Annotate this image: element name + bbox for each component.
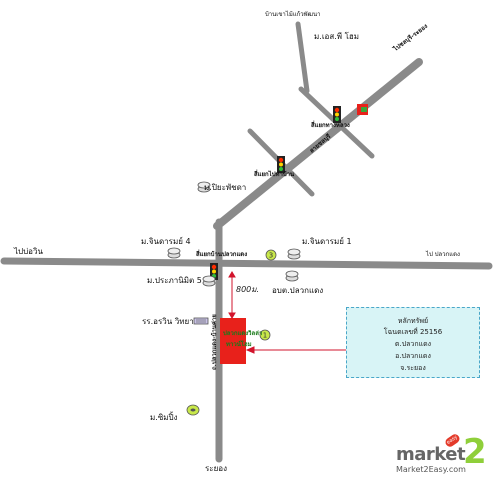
label-simplarm: ม.ซิมปิ้ง xyxy=(150,413,178,422)
watermark-url: Market2Easy.com xyxy=(396,465,466,474)
label-project: ปลวกแดงวิลล่า xyxy=(223,330,263,337)
info-line-4: อ.ปลวกแดง xyxy=(395,352,431,360)
label-project-sub: ทาวน์โฮม xyxy=(226,341,252,348)
label-intersection-mid: สี่แยกไปท่าบ้าน xyxy=(254,171,295,178)
village-stack-icon xyxy=(167,247,181,259)
traffic-light-icon xyxy=(333,106,341,123)
watermark-logo: market easy 2 Market2Easy.com xyxy=(396,432,491,476)
info-line-3: ต.ปลวกแดง xyxy=(394,340,432,348)
label-top-village: บ้านเขาไม้แก้วพัฒนา xyxy=(265,11,321,18)
traffic-light-icon xyxy=(277,156,285,173)
distance-label: 800ม. xyxy=(236,285,260,294)
village-stack-icon xyxy=(197,181,211,193)
info-line-2: โฉนดเลขที่ 25156 xyxy=(383,328,443,336)
green-leaf-badge xyxy=(186,404,200,416)
label-road-right: ไป ปลวกแดง xyxy=(426,251,460,258)
info-line-5: จ.ระยอง xyxy=(400,364,426,372)
distance-arrow-head-bottom xyxy=(228,312,236,319)
diagonal-highway xyxy=(213,58,423,230)
label-road-bottom: ระยอง xyxy=(205,464,227,473)
project-marker xyxy=(220,318,246,364)
green-number-badge: 1 xyxy=(259,329,271,341)
property-info-box: หลักทรัพย์ โฉนดเลขที่ 25156 ต.ปลวกแดง อ.… xyxy=(346,307,480,378)
watermark-word: market xyxy=(396,444,466,465)
svg-text:1: 1 xyxy=(263,332,267,340)
label-intersection-main: สี่แยกบ้านปลวกแดง xyxy=(196,251,248,258)
watermark-number: 2 xyxy=(463,432,487,472)
gas-station-icon xyxy=(357,104,368,115)
village-stack-icon xyxy=(285,270,299,282)
main-horizontal-road xyxy=(0,257,493,270)
distance-arrow-head-top xyxy=(228,271,236,278)
road-to-es-home xyxy=(295,21,310,94)
label-school-obt: อบต.ปลวกแดง xyxy=(272,286,324,295)
label-intersection-top: สี่แยกทางหลวง xyxy=(311,122,350,129)
label-pornnimit5: ม.ประภานิมิต 5 xyxy=(147,276,202,285)
info-line-1: หลักทรัพย์ xyxy=(397,317,429,325)
school-icon xyxy=(193,317,209,325)
label-vertical-road: ถ.ปลวกแดง-บ้านค่าย xyxy=(211,314,218,370)
label-school2: รร.อรวิน วิทยา xyxy=(142,317,194,326)
label-jindarom4: ม.จินดารมย์ 4 xyxy=(141,237,191,246)
label-jindarom1: ม.จินดารมย์ 1 xyxy=(302,237,352,246)
label-piyaporn: ม.ปิยะพัชดา xyxy=(204,183,247,192)
village-stack-icon xyxy=(202,275,216,287)
svg-text:3: 3 xyxy=(269,252,273,260)
pointer-arrow-head xyxy=(245,346,255,354)
label-road-left: ไปบ่อวิน xyxy=(14,247,43,256)
village-stack-icon xyxy=(287,248,301,260)
label-es-home: ม.เอส.พี โฮม xyxy=(314,32,360,41)
green-number-badge: 3 xyxy=(265,249,277,261)
